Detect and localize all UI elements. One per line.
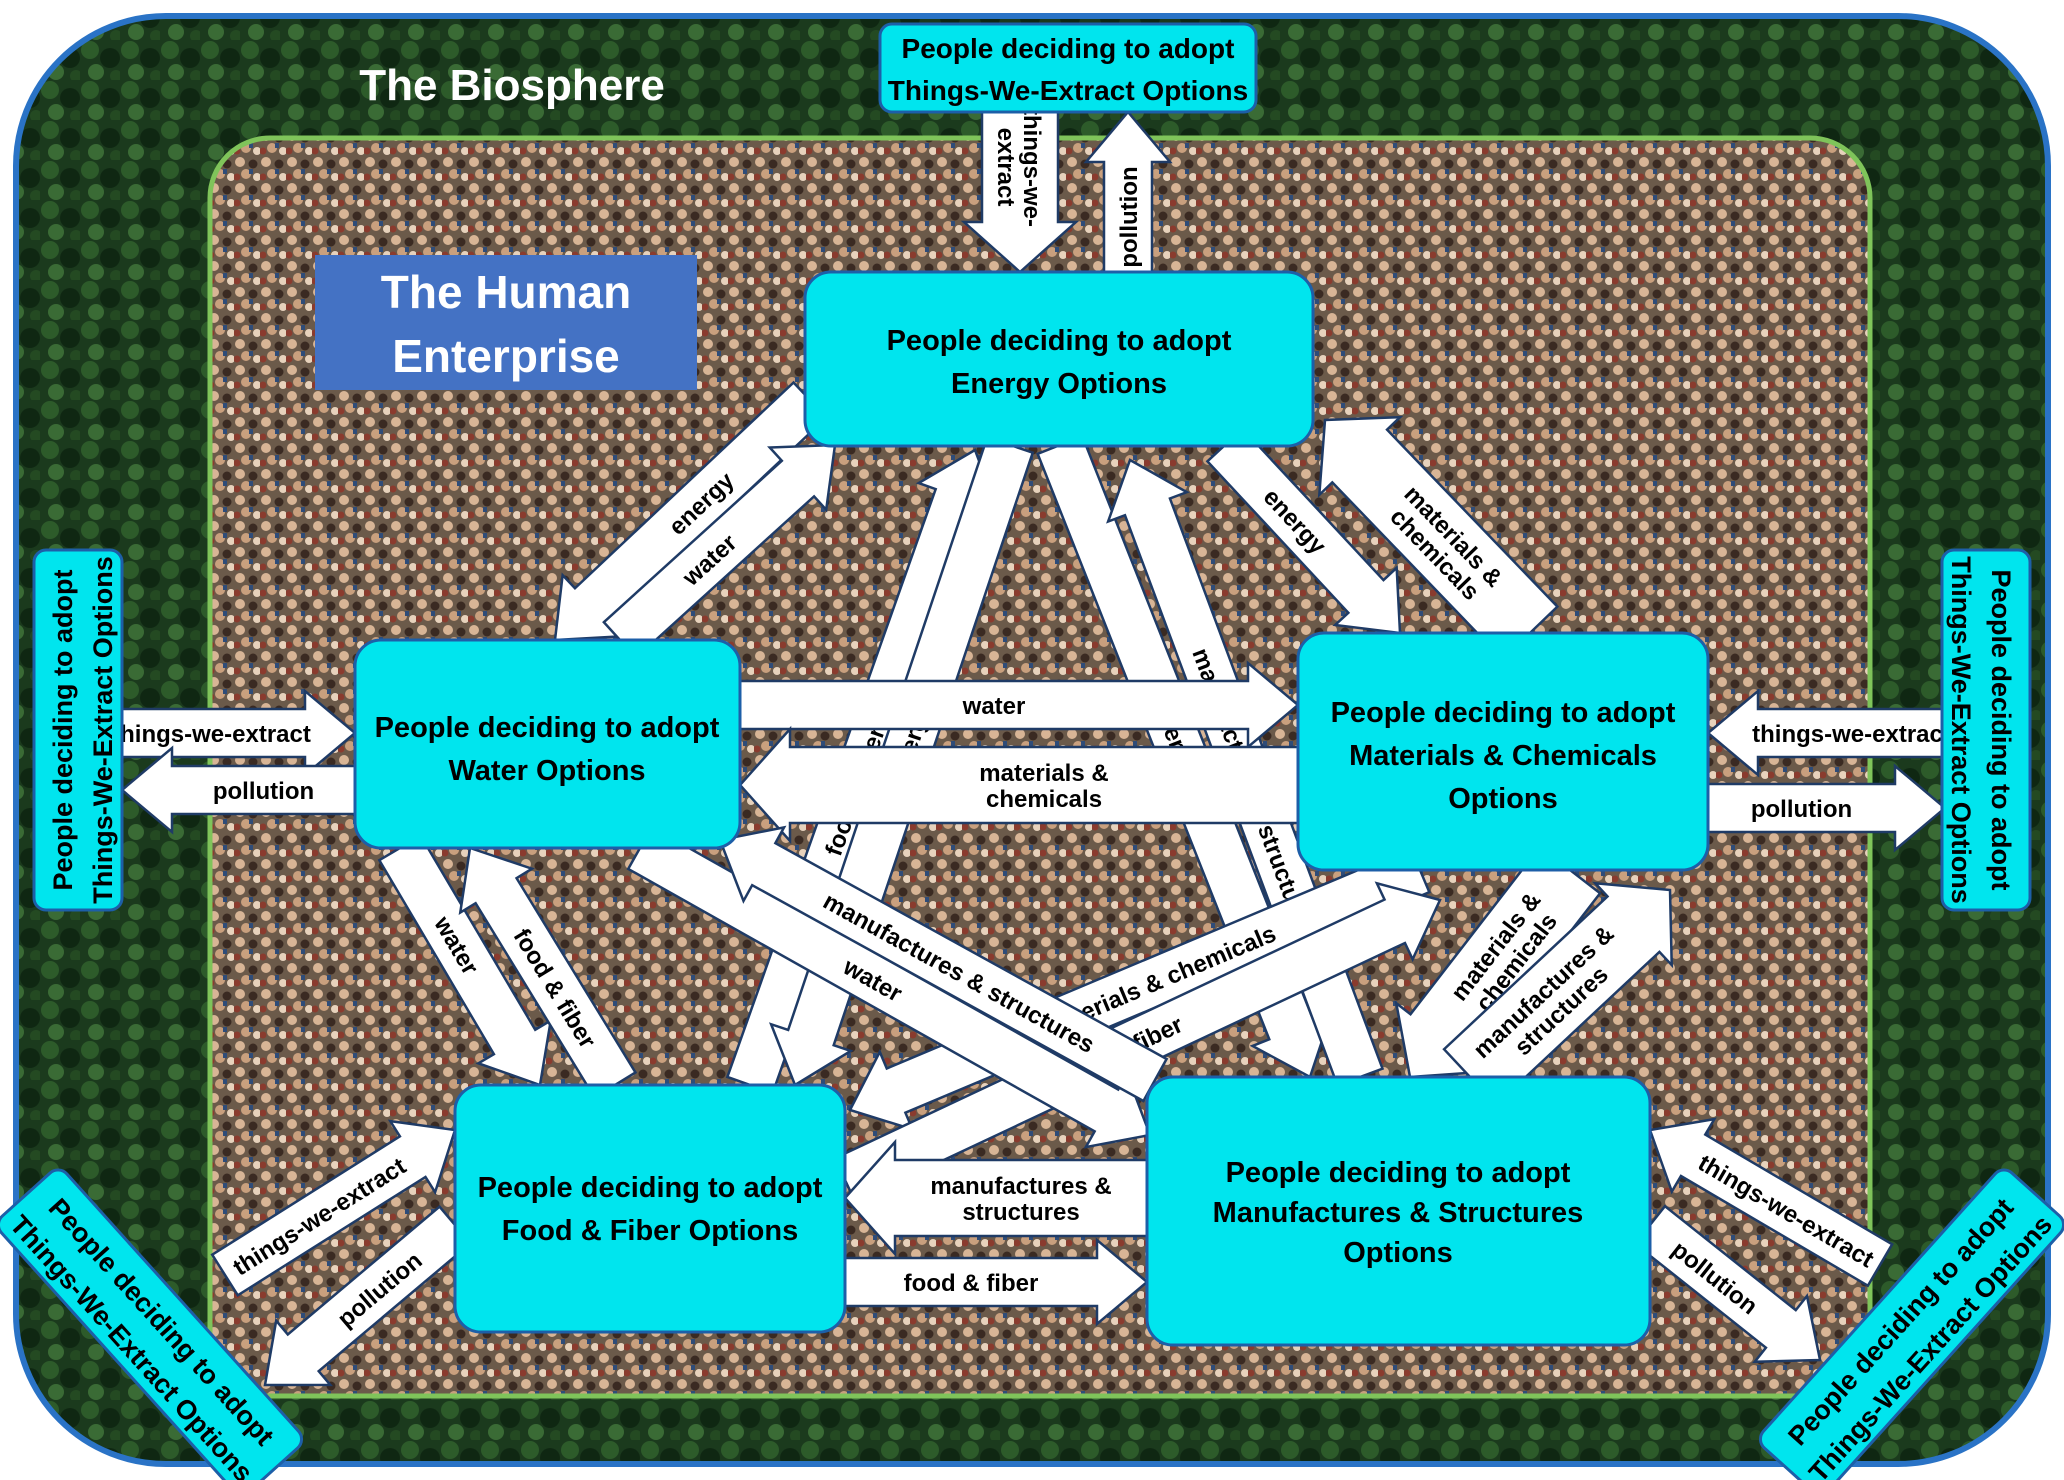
arrow-food-to-manufactures-label: food & fiber bbox=[904, 1270, 1039, 1297]
arrow-materials-to-water: materials &chemicals bbox=[738, 725, 1300, 845]
extract-box-left: People deciding to adopt Things-We-Extra… bbox=[32, 548, 124, 912]
extract-box-left-line2: Things-We-Extract Options bbox=[88, 556, 118, 904]
arrow-food-to-manufactures: food & fiber bbox=[843, 1237, 1149, 1327]
node-energy-line2: Energy Options bbox=[951, 368, 1167, 400]
node-water-line2: Water Options bbox=[448, 755, 645, 787]
node-food-line1: People deciding to adopt bbox=[478, 1172, 823, 1204]
node-manufactures-line1: People deciding to adopt bbox=[1226, 1157, 1571, 1189]
arrow-pollution-left-label: pollution bbox=[213, 778, 314, 805]
enterprise-title-box bbox=[315, 255, 697, 390]
arrow-pollution-left: pollution bbox=[120, 745, 357, 835]
arrow-pollution-top: pollution bbox=[1083, 110, 1173, 274]
arrow-manufactures-to-food-shape bbox=[843, 1138, 1149, 1258]
arrow-extract-right: things-we-extract bbox=[1706, 688, 1951, 778]
node-materials-line2: Materials & Chemicals bbox=[1349, 740, 1657, 772]
arrow-materials-to-water-label-2: chemicals bbox=[986, 786, 1102, 813]
arrow-pollution-bl-shape bbox=[263, 1204, 473, 1387]
arrow-pollution-br-shape bbox=[1633, 1204, 1822, 1364]
arrow-extract-bl-shape bbox=[210, 1119, 457, 1298]
arrow-extract-top-label-1: things-we- bbox=[1018, 107, 1045, 227]
arrow-pollution-top-label: pollution bbox=[1116, 166, 1143, 267]
arrow-extract-left-shape bbox=[116, 688, 357, 778]
arrow-materials-to-water-label-1: materials & bbox=[979, 760, 1108, 787]
arrow-pollution-right-shape bbox=[1706, 763, 1947, 853]
extract-box-right-line1: People deciding to adopt bbox=[1986, 569, 2016, 890]
node-manufactures: People deciding to adopt Manufactures & … bbox=[1145, 1075, 1652, 1347]
arrow-water-to-materials-label: water bbox=[962, 693, 1026, 720]
arrow-extract-right-label: things-we-extract bbox=[1752, 721, 1951, 748]
arrow-pollution-left-shape bbox=[120, 745, 357, 835]
arrow-manufactures-to-water-shape bbox=[718, 825, 1169, 1103]
arrow-manufactures-to-food-label-1: manufactures & bbox=[930, 1173, 1111, 1200]
extract-box-left-line1: People deciding to adopt bbox=[48, 569, 78, 890]
arrow-extract-left-label: things-we-extract bbox=[112, 721, 311, 748]
node-manufactures-line2: Manufactures & Structures bbox=[1213, 1197, 1584, 1229]
node-energy: People deciding to adopt Energy Options bbox=[803, 270, 1315, 448]
node-materials: People deciding to adopt Materials & Che… bbox=[1296, 631, 1710, 872]
enterprise-title-line1: The Human bbox=[381, 266, 631, 318]
extract-box-top: People deciding to adopt Things-We-Extra… bbox=[878, 22, 1258, 114]
arrow-energy-to-materials-shape bbox=[1205, 426, 1402, 635]
node-water-line1: People deciding to adopt bbox=[375, 712, 720, 744]
arrow-water-to-materials-shape bbox=[738, 660, 1300, 750]
arrow-manufactures-to-food-label-2: structures bbox=[962, 1199, 1079, 1226]
node-manufactures-line3: Options bbox=[1343, 1237, 1453, 1269]
arrow-extract-top: things-we-extract bbox=[960, 107, 1080, 274]
node-water: People deciding to adopt Water Options bbox=[353, 638, 742, 850]
arrow-extract-left: things-we-extract bbox=[112, 688, 357, 778]
node-materials-line1: People deciding to adopt bbox=[1331, 697, 1676, 729]
arrow-pollution-top-shape bbox=[1083, 110, 1173, 274]
flow-arrows: things-we-extract pollution things-we-extr… bbox=[112, 107, 1951, 1387]
arrow-materials-to-manufactures: materials &chemicals bbox=[1394, 845, 1602, 1079]
node-food-line2: Food & Fiber Options bbox=[502, 1215, 798, 1247]
arrow-manufactures-to-food: manufactures &structures bbox=[843, 1138, 1149, 1258]
arrow-materials-to-energy-shape bbox=[1317, 415, 1560, 662]
arrow-extract-top-label-2: extract bbox=[992, 128, 1019, 207]
arrow-food-to-manufactures-shape bbox=[843, 1237, 1149, 1327]
arrow-water-to-food-shape bbox=[377, 834, 553, 1087]
extract-box-top-line2: Things-We-Extract Options bbox=[888, 75, 1248, 106]
arrow-water-to-materials: water bbox=[738, 660, 1300, 750]
arrow-pollution-right-label: pollution bbox=[1751, 796, 1852, 823]
arrow-pollution-right: pollution bbox=[1706, 763, 1947, 853]
extract-box-top-line1: People deciding to adopt bbox=[902, 33, 1235, 64]
arrow-food-to-water-shape bbox=[458, 846, 638, 1100]
arrow-extract-top-shape bbox=[960, 110, 1080, 274]
arrow-energy-to-materials: energy bbox=[1205, 426, 1402, 635]
extract-box-right: People deciding to adopt Things-We-Extra… bbox=[1940, 548, 2032, 912]
arrow-water-to-energy-shape bbox=[602, 443, 837, 660]
node-materials-line3: Options bbox=[1448, 783, 1558, 815]
biosphere-title: The Biosphere bbox=[359, 61, 665, 110]
enterprise-title-line2: Enterprise bbox=[392, 330, 620, 382]
arrow-pollution-bl: pollution bbox=[263, 1204, 473, 1387]
extract-box-right-line2: Things-We-Extract Options bbox=[1946, 556, 1976, 904]
arrow-extract-br-shape bbox=[1648, 1117, 1894, 1288]
arrow-materials-to-water-shape bbox=[738, 725, 1300, 845]
node-energy-line1: People deciding to adopt bbox=[887, 325, 1232, 357]
arrow-extract-right-shape bbox=[1706, 688, 1947, 778]
node-food: People deciding to adopt Food & Fiber Op… bbox=[453, 1083, 847, 1334]
